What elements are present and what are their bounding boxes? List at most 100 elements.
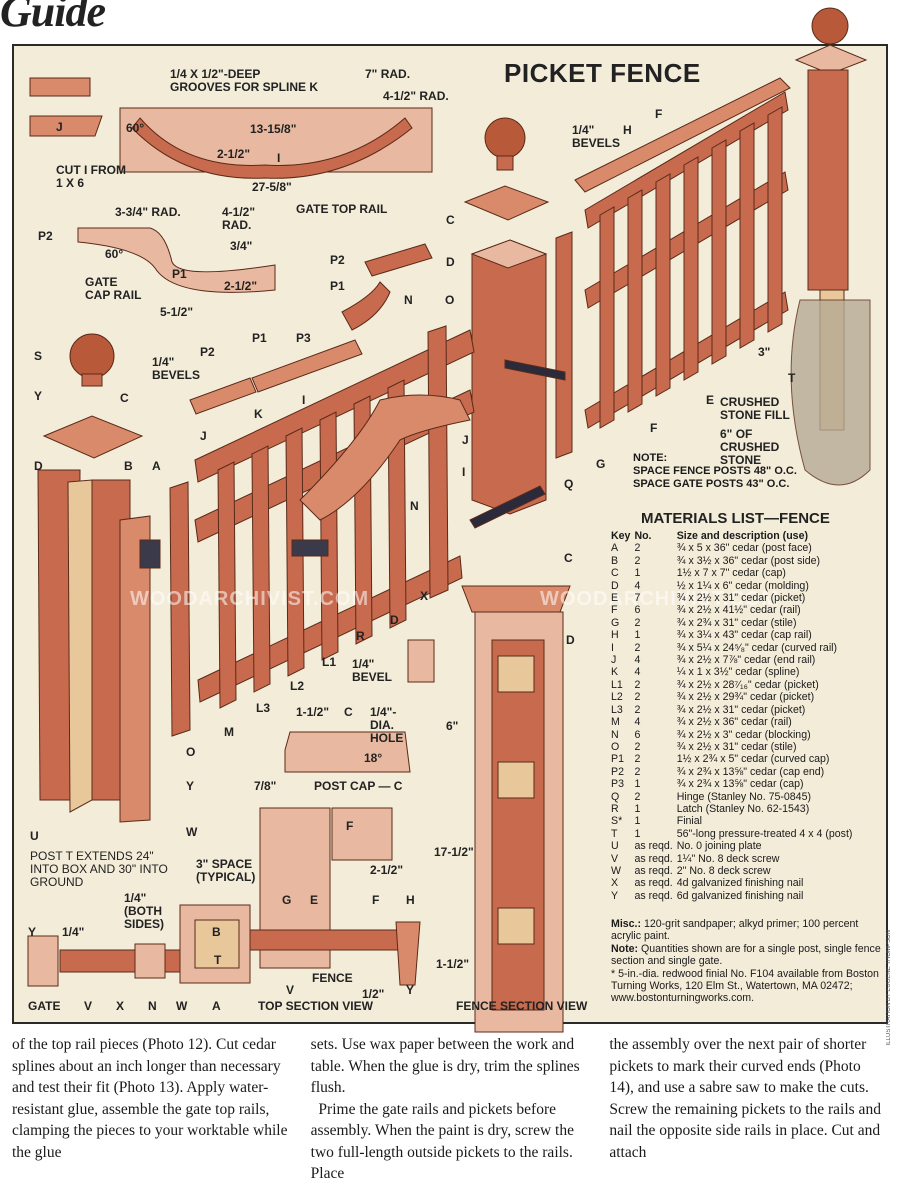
materials-qty: as reqd. [634,864,673,877]
label-y-section: Y [406,983,415,997]
materials-row: N 6 ¾ x 2½ x 3" cedar (blocking) [611,729,856,741]
materials-key: O [611,740,620,753]
materials-desc: Finial [676,815,703,828]
materials-key: R [611,802,619,815]
materials-desc: ¾ x 2¾ x 31" cedar (stile) [676,616,797,629]
materials-key: L1 [611,678,623,691]
label-top-section: TOP SECTION VIEW [258,999,373,1013]
label-p1: P1 [172,267,187,281]
label-bevels-b: 1/4" BEVELS [152,355,201,382]
materials-qty: 2 [634,765,641,778]
note-line-1: SPACE FENCE POSTS 48" O.C. [633,465,797,477]
materials-desc: ¾ x 2½ x 31" cedar (picket) [676,592,806,605]
materials-key: K [611,666,619,679]
label-d-section: D [566,633,575,647]
body-column-2: sets. Use wax paper between the work and… [311,1034,590,1185]
label-h-section: H [406,893,415,907]
diagram-title: PICKET FENCE [504,58,701,88]
label-x: X [420,589,429,603]
materials-key: P2 [611,765,624,778]
note-label: Note: [611,942,639,955]
label-2-5b: 2-1/2" [224,279,258,293]
materials-qty: 1 [634,827,641,840]
materials-qty: as reqd. [634,877,673,890]
materials-qty: as reqd. [634,852,673,865]
materials-key: I [611,641,614,654]
col-no: No. [634,530,652,542]
watermark-right: WOODARCHIVIST.COM [540,588,780,610]
label-p2-c: P2 [200,345,215,359]
col-key: Key [611,530,631,542]
label-k: K [254,407,263,421]
paragraph-2: sets. Use wax paper between the work and… [310,1036,580,1096]
materials-key: W [611,864,621,877]
materials-qty: 1 [634,815,641,828]
materials-desc: ¾ x 2½ x 31" cedar (stile) [676,740,797,753]
label-1-5b: 1-1/2" [436,957,470,971]
note-line-2: SPACE GATE POSTS 43" O.C. [633,478,790,490]
label-fence: FENCE [312,971,353,985]
label-cut-i: CUT I FROM 1 X 6 [56,163,126,190]
label-v-gate: V [84,999,93,1013]
label-g: G [596,457,606,471]
label-13-15-8: 13-15/8" [250,122,297,136]
materials-qty: 1 [634,802,641,815]
materials-qty: 1 [634,567,641,580]
note-heading: NOTE: [633,452,668,464]
label-j-gate: J [200,429,207,443]
label-27-5-8: 27-5/8" [252,180,292,194]
label-i-right: I [462,465,466,479]
label-c: C [446,213,455,227]
materials-desc: ¾ x 5 x 36" cedar (post face) [676,542,812,555]
label-7-8: 7/8" [254,779,277,793]
label-bevels: 1/4" BEVELS [572,123,621,150]
materials-qty: 2 [634,703,641,716]
materials-qty: 2 [634,740,641,753]
label-3-4: 3/4" [230,239,253,253]
article-body: of the top rail pieces (Photo 12). Cut c… [12,1034,888,1185]
label-c-cap: C [344,705,353,719]
label-crushed-6: 6" OF CRUSHED STONE [720,427,780,467]
label-b: B [124,459,133,473]
label-both-sides: 1/4" (BOTH SIDES) [124,891,165,931]
label-p2-b: P2 [330,253,345,267]
materials-key: V [611,852,619,865]
materials-qty: as reqd. [634,840,673,853]
label-f-low: F [650,421,658,435]
materials-desc: No. 0 joining plate [676,840,762,853]
label-f-section: F [346,819,354,833]
materials-qty: 4 [634,716,641,729]
materials-desc: ¾ x 2½ x 3" cedar (blocking) [676,728,811,741]
label-f-section-b: F [372,893,380,907]
materials-qty: 6 [634,728,641,741]
label-18deg: 18° [364,751,383,765]
materials-key: N [611,728,619,741]
materials-desc: ¾ x 2½ x 31" cedar (picket) [676,703,806,716]
label-p2: P2 [38,229,53,243]
label-b-section: B [212,925,221,939]
label-g-section: G [282,893,292,907]
materials-desc: ¾ x 5¼ x 24⁵⁄₈" cedar (curved rail) [676,641,838,654]
materials-title: MATERIALS LIST—FENCE [641,510,830,527]
label-j-right: J [462,433,469,447]
label-post-cap: POST CAP — C [314,779,403,793]
label-j: J [56,120,63,134]
label-3in: 3" [758,345,771,359]
label-s: S [34,349,43,363]
label-i: I [277,151,281,165]
label-6in: 6" [446,719,459,733]
label-5-5: 5-1/2" [160,305,194,319]
materials-key: E [611,592,619,605]
materials-desc: 1¼" No. 8 deck screw [676,852,780,865]
footnote: * 5-in.-dia. redwood finial No. F104 ava… [611,967,879,1005]
materials-qty: 2 [634,554,641,567]
label-c-left: C [120,391,129,405]
materials-desc: ¾ x 3¼ x 43" cedar (cap rail) [676,629,812,642]
